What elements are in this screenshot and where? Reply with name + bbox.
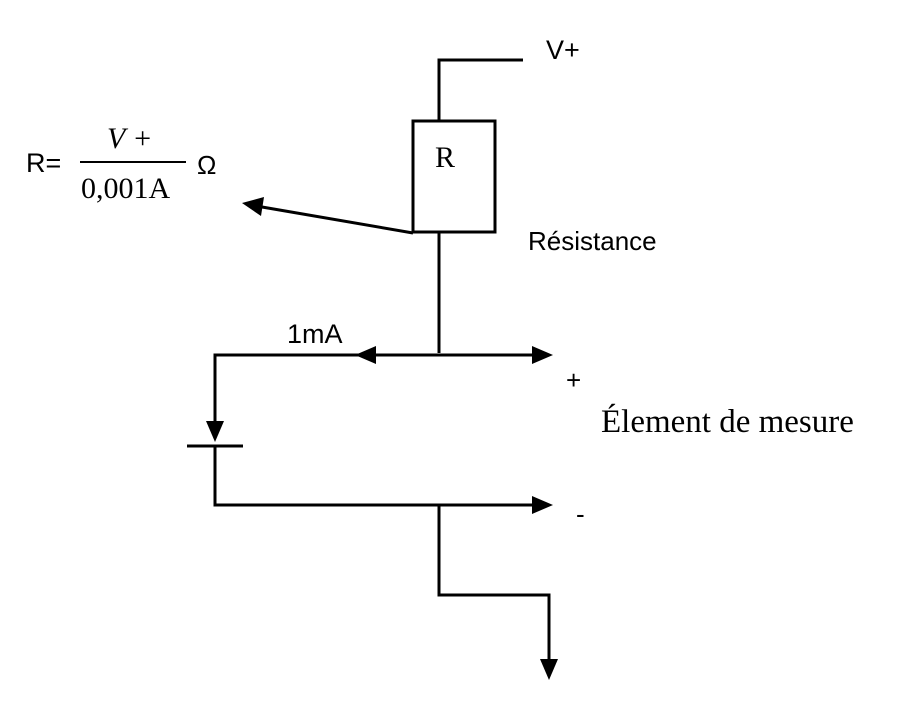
current-left-arrowhead — [355, 346, 376, 364]
left-loop-wire — [213, 353, 375, 422]
minus-terminal-arrowhead — [532, 496, 553, 514]
supply-wire — [437, 58, 523, 120]
formula-denominator: 0,001A — [81, 172, 171, 205]
formula-pointer-line — [261, 205, 414, 235]
current-label: 1mA — [287, 319, 343, 349]
down-arrowhead — [206, 421, 224, 442]
plus-label: + — [566, 365, 581, 395]
minus-label: - — [576, 499, 585, 529]
v-plus-label: V+ — [546, 35, 580, 65]
ground-arrowhead — [540, 659, 558, 680]
formula-pointer-arrowhead — [242, 197, 264, 216]
formula-lhs: R= — [26, 148, 61, 178]
formula-numerator: V + — [107, 122, 153, 155]
resistance-label: Résistance — [528, 226, 657, 256]
element-label: Élement de mesure — [601, 403, 854, 440]
formula-unit: Ω — [197, 150, 216, 180]
resistor-label: R — [435, 141, 455, 174]
ground-wire — [437, 505, 551, 660]
plus-terminal-arrowhead — [532, 346, 553, 364]
resistor — [411, 119, 497, 234]
cell-to-minus-wire — [213, 446, 533, 507]
